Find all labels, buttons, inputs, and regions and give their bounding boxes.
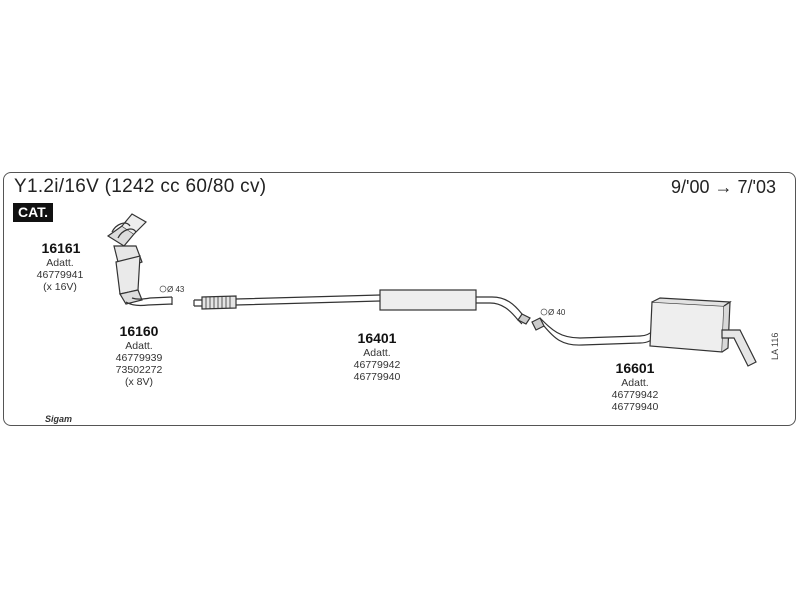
front-pipe-part[interactable]: [125, 296, 173, 307]
brand-logo: Sigam: [45, 414, 73, 424]
diameter-label-rear: Ø 40: [548, 308, 566, 317]
production-dates: 9/'00 → 7/'03: [671, 177, 776, 197]
part-code-16601: 16601: [615, 360, 655, 376]
diameter-label-front: Ø 43: [167, 285, 185, 294]
rear-silencer-part[interactable]: [531, 297, 757, 367]
part-lines-16161: Adatt. 46779941 (x 16V): [36, 257, 84, 293]
catalytic-converter-part[interactable]: [106, 213, 147, 305]
part-lines-16160: Adatt. 46779939 73502272 (x 8V): [115, 340, 163, 388]
cat-badge: CAT.: [13, 203, 54, 222]
part-lines-16401: Adatt. 46779942 46779940: [353, 347, 401, 383]
diagram-reference: LA 116: [770, 332, 780, 360]
part-code-16160: 16160: [119, 323, 159, 339]
part-code-16161: 16161: [41, 240, 81, 256]
part-lines-16601: Adatt. 46779942 46779940: [611, 377, 659, 413]
part-code-16401: 16401: [357, 330, 397, 346]
vehicle-title: Y1.2i/16V (1242 cc 60/80 cv): [14, 176, 267, 197]
intermediate-pipe-part[interactable]: [193, 289, 531, 325]
